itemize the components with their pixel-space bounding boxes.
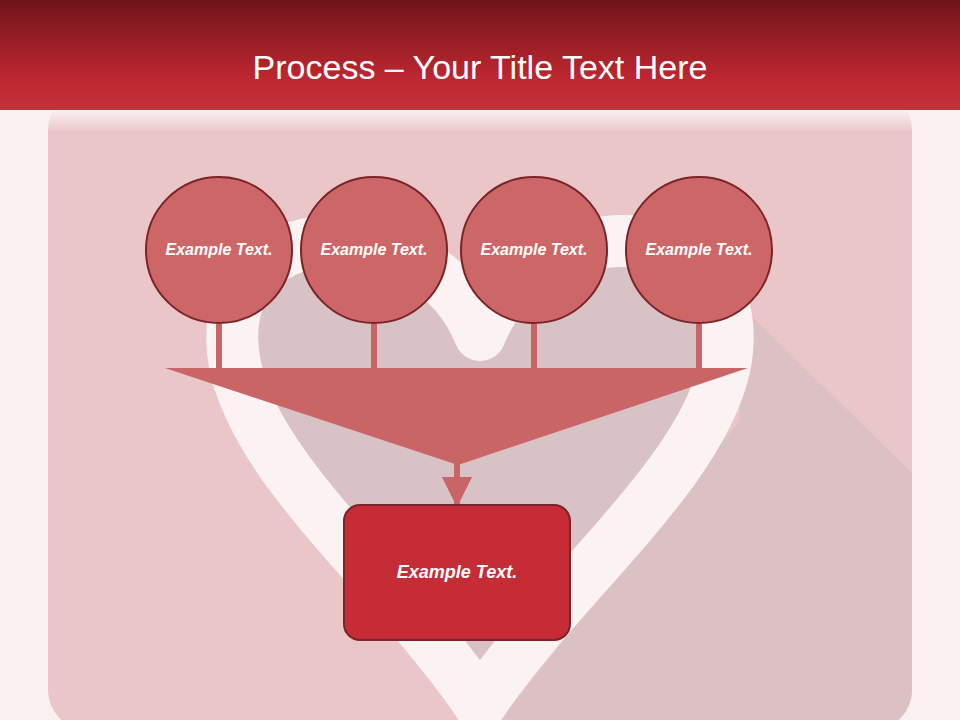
process-circle: Example Text. <box>145 176 293 324</box>
heart-outline <box>232 241 727 705</box>
merge-connector <box>374 324 458 504</box>
process-circle: Example Text. <box>625 176 773 324</box>
slide-title: Process – Your Title Text Here <box>0 48 960 87</box>
node-text: Example Text. <box>480 239 587 261</box>
box-shape <box>344 505 570 640</box>
merge-connector <box>457 324 699 504</box>
circle-shape <box>146 177 292 323</box>
merge-connector <box>219 324 458 504</box>
process-circle: Example Text. <box>300 176 448 324</box>
node-text: Example Text. <box>397 560 517 584</box>
text-holder: Example Text. <box>645 239 752 261</box>
circle-shape <box>626 177 772 323</box>
text-holder: Example Text. <box>165 239 272 261</box>
node-text: Example Text. <box>320 239 427 261</box>
node-text: Example Text. <box>645 239 752 261</box>
text-holder: Example Text. <box>480 239 587 261</box>
text-holder: Example Text. <box>320 239 427 261</box>
title-bar-fade <box>0 110 960 132</box>
node-text: Example Text. <box>165 239 272 261</box>
merge-connector <box>457 324 534 504</box>
process-circle: Example Text. <box>460 176 608 324</box>
circle-shape <box>301 177 447 323</box>
circle-shape <box>461 177 607 323</box>
title-bar <box>0 0 960 110</box>
result-box: Example Text. <box>343 504 571 641</box>
text-holder: Example Text. <box>397 560 517 584</box>
